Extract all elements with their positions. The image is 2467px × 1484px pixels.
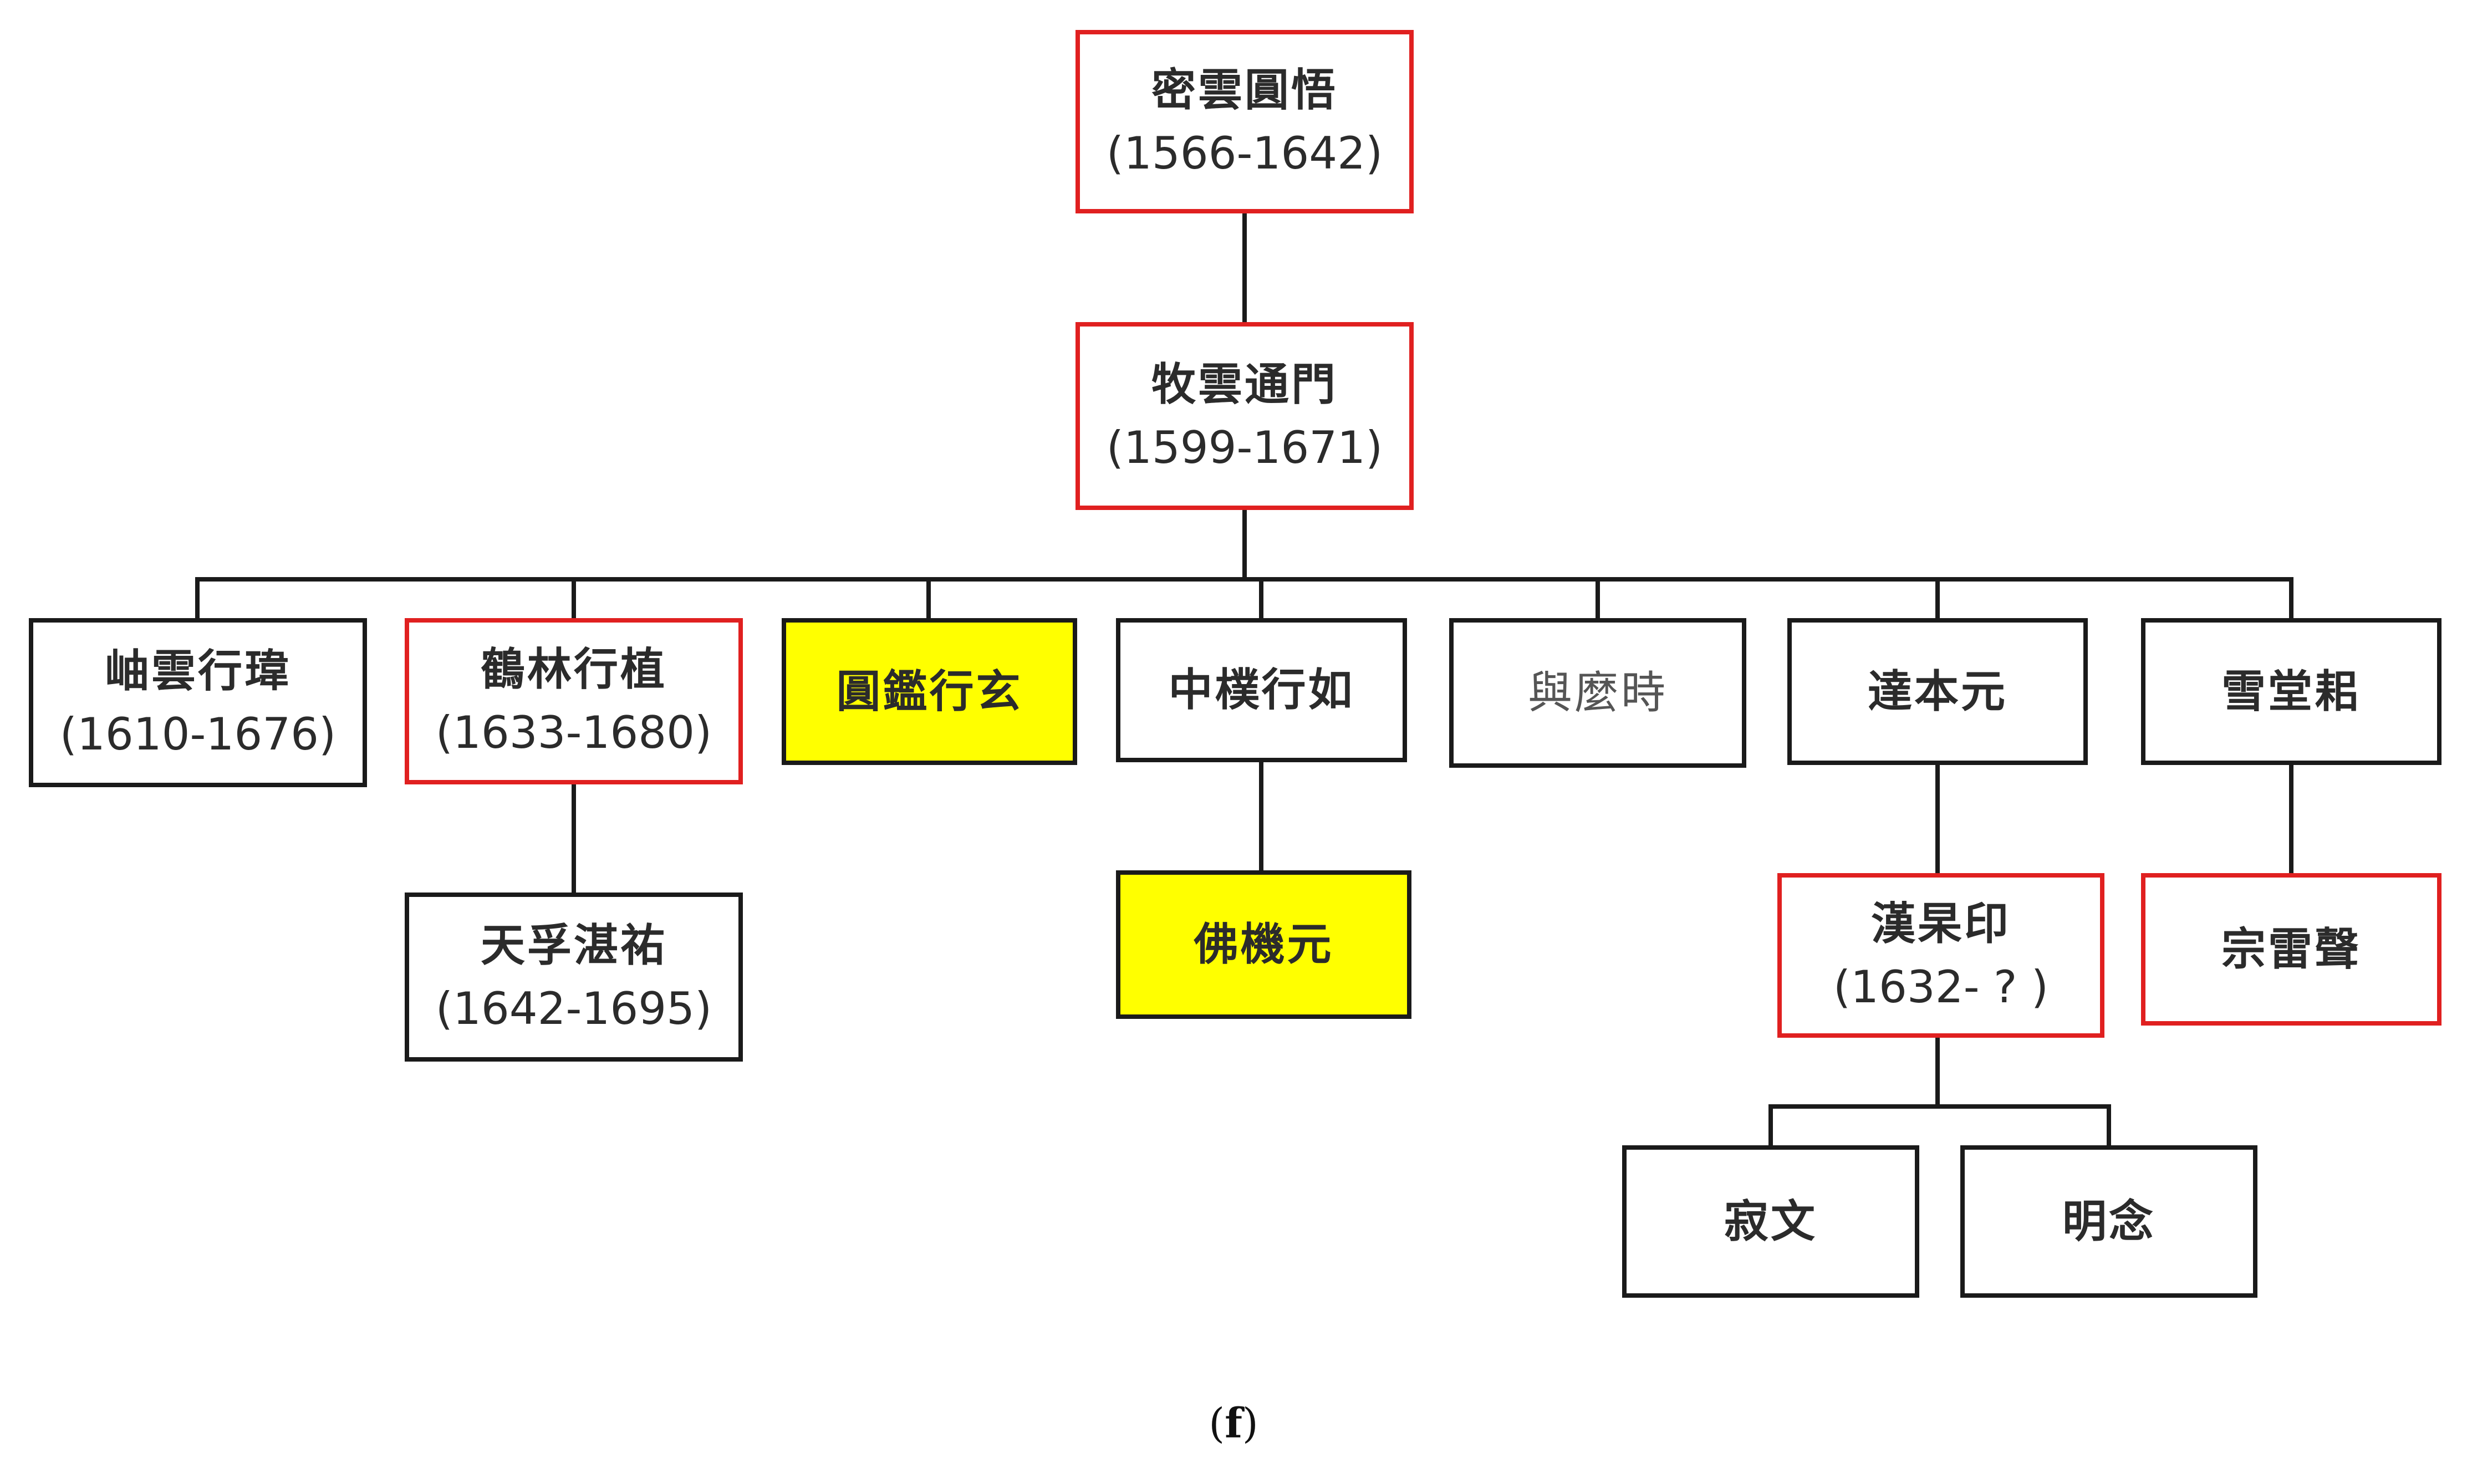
connector-bus-yumoshi (1596, 577, 1600, 618)
caption-letter: f (1225, 1400, 1242, 1447)
connector-bus-yuanjian (926, 577, 931, 618)
connector-sub-jiwen (1768, 1104, 1773, 1145)
connector-sub-horizontal (1768, 1104, 2111, 1109)
caption-open-paren: ( (1209, 1400, 1225, 1447)
node-helin-dates: (1633-1680) (435, 707, 712, 758)
node-hangao-name: 漢杲印 (1871, 897, 2011, 950)
node-yuanjian: 圓鑑行玄 (782, 618, 1077, 765)
connector-xuetang-zonglei (2289, 765, 2293, 873)
node-daben: 達本元 (1787, 618, 2088, 765)
node-tianfu-dates: (1642-1695) (435, 982, 712, 1034)
node-yumoshi: 與麼時 (1449, 618, 1746, 768)
caption-close-paren: ) (1242, 1400, 1258, 1447)
connector-helin-tianfu (572, 784, 576, 893)
node-zhongpu: 中樸行如 (1116, 618, 1407, 762)
node-jiwen: 寂文 (1622, 1145, 1919, 1298)
connector-bus-xuetang (2289, 577, 2293, 618)
node-muyun-dates: (1599-1671) (1106, 421, 1383, 473)
node-zonglei-name: 宗雷聲 (2221, 923, 2361, 975)
connector-sub-mingnian (2107, 1104, 2111, 1145)
figure-caption: (f) (0, 1400, 2467, 1447)
node-zhongpu-name: 中樸行如 (1168, 664, 1355, 716)
node-miyun-dates: (1566-1642) (1106, 127, 1383, 179)
node-yumoshi-name: 與麼時 (1528, 667, 1668, 719)
connector-bus-zhongpu (1259, 577, 1263, 618)
connector-bus-horizontal (195, 577, 2293, 582)
node-muyun: 牧雲通門 (1599-1671) (1076, 322, 1414, 510)
node-muyun-name: 牧雲通門 (1151, 358, 1338, 410)
connector-bus-helin (572, 577, 576, 618)
connector-muyun-bus (1242, 510, 1247, 579)
node-foji: 佛機元 (1116, 870, 1411, 1019)
node-xiuyun-dates: (1610-1676) (59, 708, 337, 760)
node-daben-name: 達本元 (1868, 665, 2007, 717)
node-xiuyun: 岫雲行瑋 (1610-1676) (29, 618, 367, 787)
node-yuanjian-name: 圓鑑行玄 (836, 665, 1023, 717)
node-helin-name: 鶴林行植 (481, 644, 667, 696)
connector-hangao-bus (1935, 1038, 1940, 1109)
node-zonglei: 宗雷聲 (2141, 873, 2441, 1026)
node-tianfu: 天孚湛祐 (1642-1695) (405, 893, 743, 1062)
node-mingnian: 明念 (1960, 1145, 2257, 1298)
node-xuetang: 雪堂耜 (2141, 618, 2441, 765)
node-xuetang-name: 雪堂耜 (2221, 665, 2361, 717)
node-hangao: 漢杲印 (1632- ? ) (1777, 873, 2104, 1038)
connector-daben-hangao (1935, 765, 1940, 873)
node-mingnian-name: 明念 (2062, 1195, 2155, 1247)
node-foji-name: 佛機元 (1194, 919, 1334, 971)
node-hangao-dates: (1632- ? ) (1833, 961, 2049, 1013)
node-helin: 鶴林行植 (1633-1680) (405, 618, 743, 784)
connector-bus-xiuyun (195, 577, 200, 618)
node-xiuyun-name: 岫雲行瑋 (105, 645, 291, 697)
node-miyun: 密雲圓悟 (1566-1642) (1076, 30, 1414, 213)
node-tianfu-name: 天孚湛祐 (481, 919, 667, 971)
node-jiwen-name: 寂文 (1724, 1195, 1817, 1247)
connector-bus-daben (1935, 577, 1940, 618)
node-miyun-name: 密雲圓悟 (1151, 64, 1338, 116)
connector-zhongpu-foji (1259, 762, 1263, 870)
connector-miyun-muyun (1242, 213, 1247, 322)
